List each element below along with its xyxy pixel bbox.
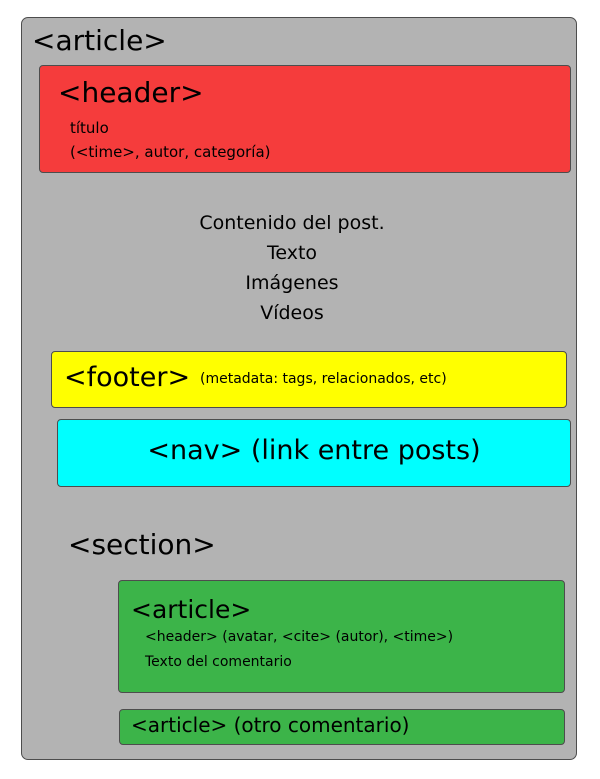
- other-comment-label: <article> (otro comentario): [131, 713, 410, 737]
- post-content: Contenido del post. Texto Imágenes Vídeo…: [152, 208, 432, 328]
- footer-detail: (metadata: tags, relacionados, etc): [200, 371, 447, 387]
- nav-box: <nav> (link entre posts): [57, 419, 571, 487]
- nav-label: <nav> (link entre posts): [147, 435, 481, 466]
- section-title: <section>: [68, 528, 216, 561]
- header-title: <header>: [58, 76, 204, 109]
- content-line: Contenido del post.: [199, 212, 385, 234]
- comment-text-line: Texto del comentario: [145, 654, 292, 670]
- content-line: Imágenes: [245, 272, 339, 294]
- comment-article-title: <article>: [131, 595, 252, 624]
- other-comment-box: <article> (otro comentario): [119, 709, 565, 745]
- header-line-meta: (<time>, autor, categoría): [70, 143, 271, 161]
- content-line: Vídeos: [260, 302, 324, 324]
- article-title: <article>: [32, 24, 167, 57]
- footer-title: <footer>: [64, 362, 191, 393]
- content-line: Texto: [266, 242, 318, 264]
- header-line-title: título: [70, 119, 109, 137]
- comment-header-line: <header> (avatar, <cite> (autor), <time>…: [145, 629, 454, 645]
- header-box: <header> título (<time>, autor, categorí…: [39, 65, 571, 173]
- footer-box: <footer> (metadata: tags, relacionados, …: [51, 351, 567, 408]
- comment-article-box: <article> <header> (avatar, <cite> (auto…: [118, 580, 565, 693]
- article-container: <article> <header> título (<time>, autor…: [21, 17, 577, 760]
